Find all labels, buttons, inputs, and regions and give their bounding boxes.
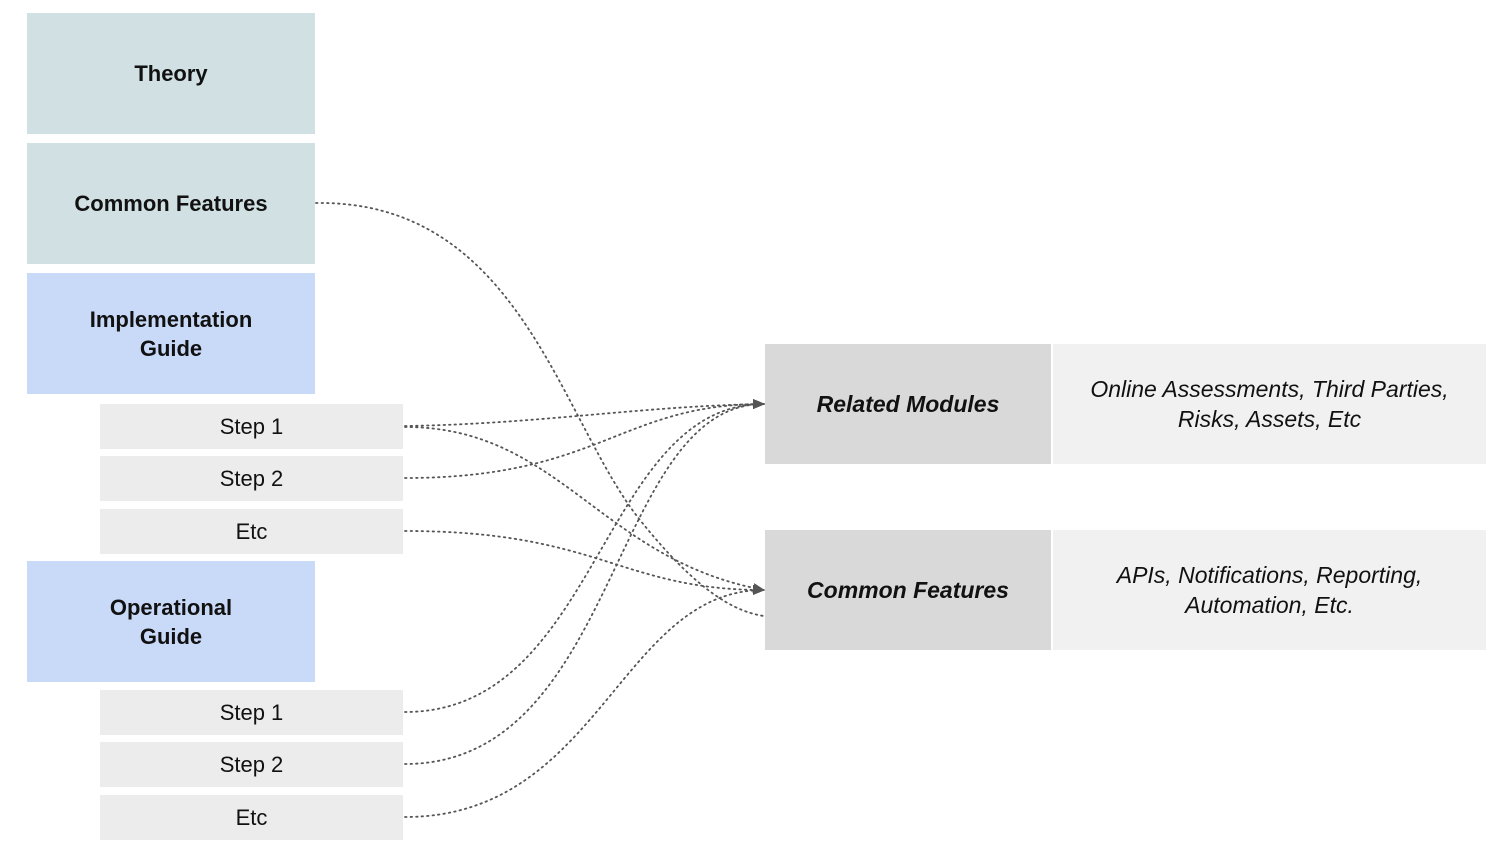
step-label: Step 1 <box>219 413 284 439</box>
related-modules-label: Related Modules <box>816 390 1000 417</box>
step-label: Etc <box>235 518 268 544</box>
operational-step-etc: Etc <box>100 795 403 840</box>
step-label: Etc <box>235 804 268 830</box>
operational-step-1: Step 1 <box>100 690 403 735</box>
common-features-target-block: Common Features <box>765 530 1051 650</box>
step-label: Step 1 <box>219 699 284 725</box>
implementation-guide-label: Implementation Guide <box>89 306 253 361</box>
operational-guide-label: Operational Guide <box>109 594 233 649</box>
common-features-description: APIs, Notifications, Reporting, Automati… <box>1116 562 1423 618</box>
theory-label: Theory <box>134 61 208 86</box>
implementation-step-etc: Etc <box>100 509 403 554</box>
implementation-step-2: Step 2 <box>100 456 403 501</box>
step-label: Step 2 <box>219 751 284 777</box>
connector-op-step2-to-related-modules <box>404 399 765 765</box>
connector-op-etc-to-common-features <box>404 585 765 818</box>
operational-guide-block: Operational Guide <box>27 561 315 682</box>
common-features-target-label: Common Features <box>807 576 1009 603</box>
common-features-label: Common Features <box>74 191 268 216</box>
common-features-block: Common Features <box>27 143 315 264</box>
operational-step-2: Step 2 <box>100 742 403 787</box>
common-features-description-block: APIs, Notifications, Reporting, Automati… <box>1053 530 1486 650</box>
theory-block: Theory <box>27 13 315 134</box>
connector-impl-etc-to-common-features <box>404 530 765 595</box>
step-label: Step 2 <box>219 465 284 491</box>
related-modules-description-block: Online Assessments, Third Parties, Risks… <box>1053 344 1486 464</box>
connector-impl-step2-to-related-modules <box>404 399 765 479</box>
connector-impl-step1-to-related-modules <box>404 399 765 427</box>
related-modules-description: Online Assessments, Third Parties, Risks… <box>1090 376 1449 432</box>
related-modules-block: Related Modules <box>765 344 1051 464</box>
implementation-guide-block: Implementation Guide <box>27 273 315 394</box>
connector-op-step1-to-related-modules <box>404 399 765 713</box>
connector-impl-step1-to-common-features <box>404 426 765 593</box>
implementation-step-1: Step 1 <box>100 404 403 449</box>
